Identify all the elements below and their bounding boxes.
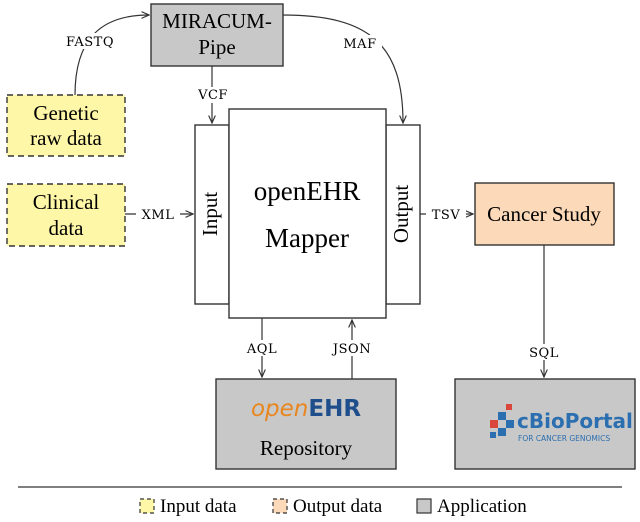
output-panel-label: Output	[389, 185, 413, 244]
mapper-label-line1: openEHR	[254, 176, 360, 206]
openehr-logo-open: open	[251, 396, 308, 422]
edge-xml-label: XML	[142, 208, 175, 223]
mapper-label-line2: Mapper	[265, 223, 349, 253]
input-panel-label: Input	[198, 192, 222, 236]
clinical-label-line2: data	[49, 216, 85, 240]
clinical-label-line1: Clinical	[33, 190, 100, 214]
repository-label: Repository	[260, 436, 353, 460]
clinical-data-node: Clinical data	[6, 183, 126, 247]
edge-vcf-label: VCF	[197, 88, 228, 103]
cancer-study-node: Cancer Study	[474, 182, 615, 246]
edge-json-label: JSON	[331, 342, 371, 357]
legend-input-label: Input data	[160, 496, 237, 517]
repository-node: openEHR Repository	[215, 378, 397, 470]
edge-maf	[282, 14, 403, 123]
mapper-input-panel: Input	[194, 124, 230, 305]
cbioportal-logo-mark-icon	[490, 404, 514, 438]
edge-sql-label: SQL	[529, 346, 559, 361]
miracum-pipe-node: MIRACUM- Pipe	[150, 3, 284, 67]
miracum-label-line2: Pipe	[198, 35, 235, 59]
cbioportal-node: cBioPortal FOR CANCER GENOMICS	[454, 378, 636, 470]
legend-output-label: Output data	[293, 496, 383, 517]
cbioportal-logo-subtitle: FOR CANCER GENOMICS	[518, 434, 610, 443]
openehr-logo: openEHR	[251, 396, 361, 422]
cbioportal-logo-text: cBioPortal	[517, 409, 633, 433]
legend-output-swatch	[272, 498, 288, 514]
legend-application-swatch	[416, 498, 432, 514]
edge-fastq-label: FASTQ	[66, 35, 114, 50]
legend-application-label: Application	[437, 496, 527, 517]
mapper-output-panel: Output	[385, 124, 421, 305]
genetic-label-line1: Genetic	[33, 101, 98, 125]
edge-maf-label: MAF	[343, 37, 376, 52]
legend-input-swatch	[139, 498, 155, 514]
cancer-study-label: Cancer Study	[487, 202, 601, 226]
legend: Input data Output data Application	[139, 496, 527, 517]
openehr-logo-ehr: EHR	[308, 396, 361, 422]
miracum-label-line1: MIRACUM-	[162, 9, 272, 33]
edge-tsv-label: TSV	[432, 208, 461, 223]
genetic-raw-data-node: Genetic raw data	[6, 94, 126, 157]
genetic-label-line2: raw data	[30, 126, 102, 150]
openehr-mapper-node: openEHR Mapper	[228, 108, 387, 319]
edge-aql-label: AQL	[246, 342, 277, 357]
edge-fastq	[74, 15, 149, 96]
